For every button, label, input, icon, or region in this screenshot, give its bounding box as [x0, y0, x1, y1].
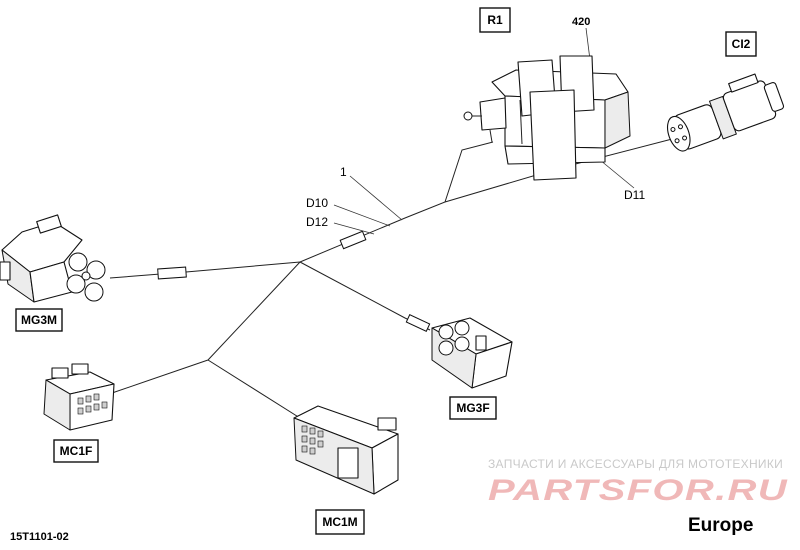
label-ci2-text: CI2: [732, 37, 751, 51]
wire-sleeve-mg3m: [157, 266, 187, 280]
label-mc1m: MC1M: [315, 509, 365, 535]
callout-420: 420: [572, 16, 590, 28]
mc1f-connector: [43, 363, 115, 431]
callout-1: 1: [340, 165, 347, 179]
wire-trunk-to-r1: [299, 141, 494, 263]
label-mg3f: MG3F: [449, 396, 497, 420]
label-mc1m-text: MC1M: [322, 515, 357, 529]
callout-d10: D10: [306, 196, 328, 210]
label-r1: R1: [479, 7, 511, 33]
mg3f-connector: [431, 317, 513, 389]
wire-sleeve-d12: [339, 230, 367, 250]
mg3m-connector: [0, 214, 106, 303]
harness-wires: [109, 137, 677, 419]
wire-to-mc1m: [207, 359, 301, 419]
watermark-brand: PARTSFOR.RU: [488, 474, 788, 507]
label-ci2: CI2: [725, 31, 757, 57]
label-mg3m: MG3M: [15, 308, 63, 332]
wire-sleeve-mg3f: [405, 314, 431, 332]
wire-to-mc1f: [111, 359, 209, 394]
callout-leaders: [333, 27, 635, 235]
label-mg3f-text: MG3F: [456, 401, 489, 415]
ci2-connector: [666, 73, 785, 152]
region-label: Europe: [688, 515, 753, 536]
mc1m-connector: [293, 405, 399, 495]
r1-connector: [463, 55, 631, 181]
callout-d11: D11: [624, 188, 645, 202]
label-mg3m-text: MG3M: [21, 313, 57, 327]
figure-ref-code: 15T1101-02: [10, 531, 69, 543]
wire-to-mg3m: [109, 261, 301, 279]
label-r1-text: R1: [487, 13, 503, 27]
watermark-tagline: ЗАПЧАСТИ И АКСЕССУАРЫ ДЛЯ МОТОТЕХНИКИ: [488, 457, 783, 471]
callout-d12: D12: [306, 215, 328, 229]
label-mc1f: MC1F: [53, 439, 99, 463]
wire-to-branch: [207, 261, 301, 361]
label-mc1f-text: MC1F: [60, 444, 93, 458]
